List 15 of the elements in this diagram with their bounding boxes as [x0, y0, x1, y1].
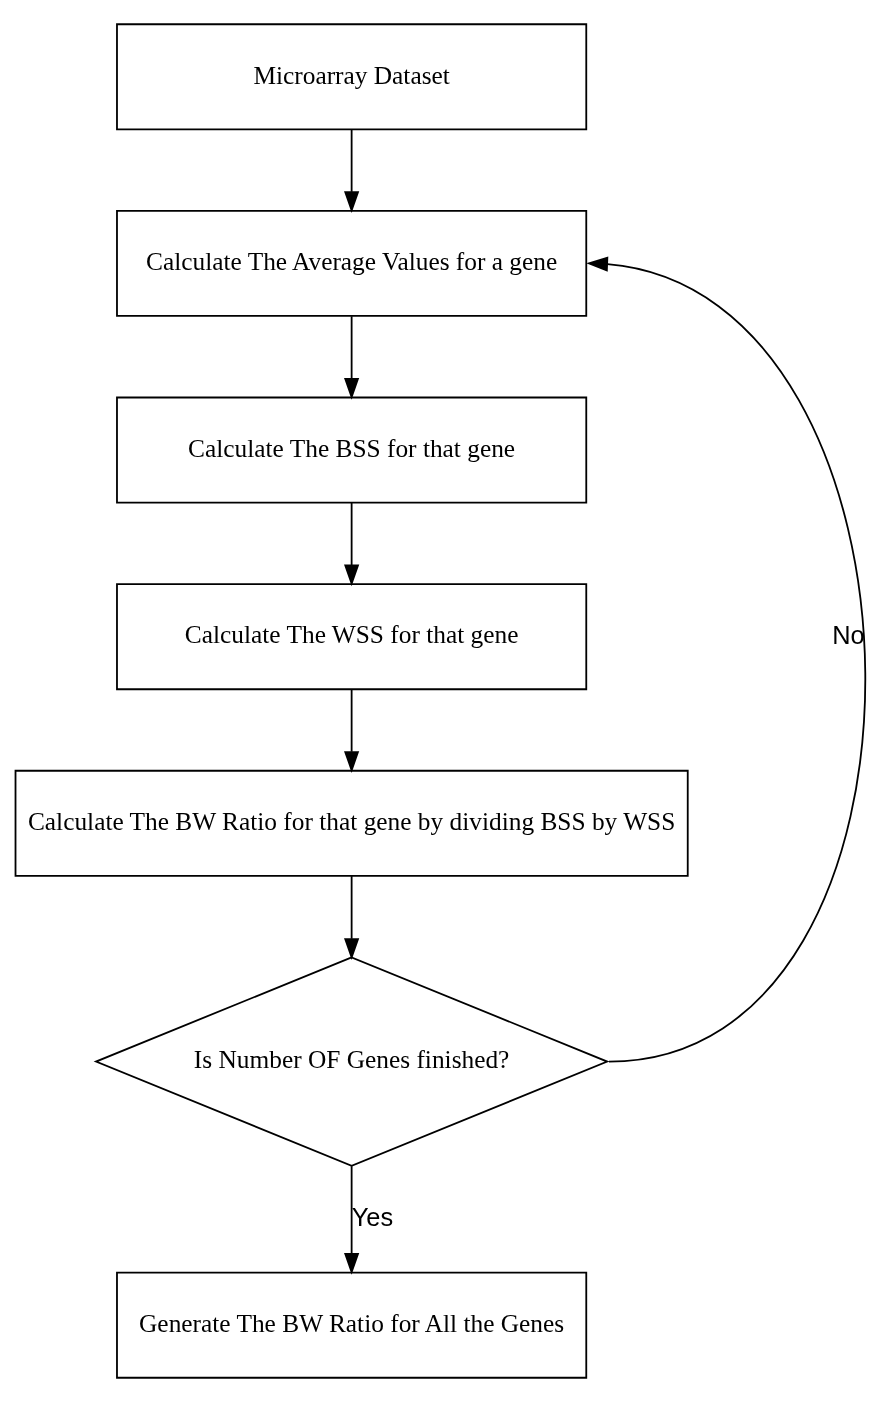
- arrow: [344, 688, 360, 773]
- arrow: [344, 1165, 360, 1275]
- arrow: [344, 315, 360, 400]
- node-box: Microarray Dataset: [116, 23, 588, 131]
- edge-label: Yes: [351, 1202, 394, 1231]
- node-diamond: Is Number OF Genes finished?: [93, 956, 610, 1167]
- arrow: [586, 256, 867, 1063]
- arrow: [344, 128, 360, 213]
- arrow: [344, 501, 360, 587]
- node-box: Calculate The WSS for that gene: [116, 583, 588, 691]
- node-box: Calculate The BSS for that gene: [116, 396, 588, 504]
- node-box: Calculate The BW Ratio for that gene by dividing BSS by WSS: [14, 769, 689, 877]
- arrow: [344, 875, 360, 961]
- node-box: Generate The BW Ratio for All the Genes: [116, 1271, 588, 1379]
- node-box: Calculate The Average Values for a gene: [116, 209, 588, 317]
